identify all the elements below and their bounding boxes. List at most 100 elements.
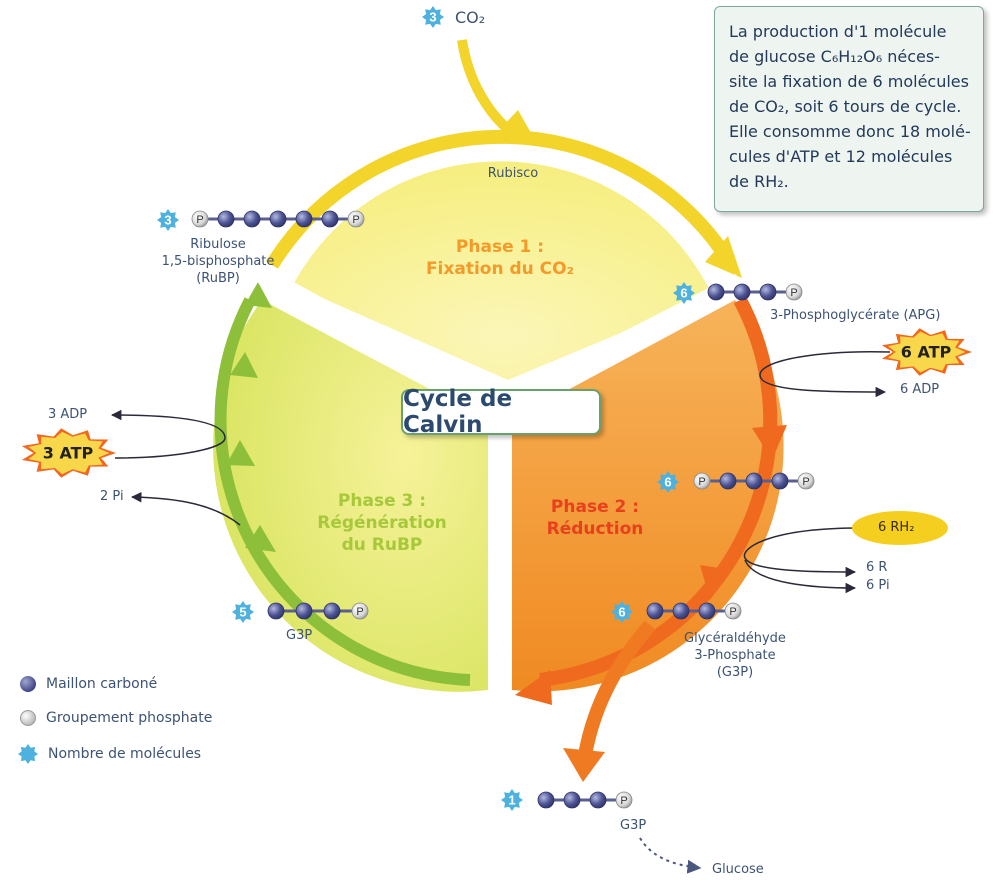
phase1-arc-arrowhead — [705, 236, 742, 278]
phase2-atp-curve — [759, 350, 891, 398]
glucose-dotted-arrow — [639, 837, 702, 874]
apg-count-star: 6 — [673, 282, 695, 304]
molecule-count-text: 3 — [164, 213, 171, 228]
molecule-count-star-icon — [232, 601, 254, 623]
phase3-atp-burst-icon-inner — [28, 431, 110, 475]
molecule-count-text: 6 — [664, 475, 671, 490]
info-line-4: de CO₂, soit 6 tours de cycle. — [729, 97, 962, 116]
rh2-ellipse — [852, 511, 948, 545]
legend-carbon: Maillon carboné — [20, 676, 157, 692]
phase2-atp-label: 6 ATP — [900, 342, 952, 362]
phase3-arrowhead-3 — [226, 440, 255, 466]
phosphate-ball-icon — [785, 283, 803, 301]
carbon-ball-icon — [243, 210, 261, 228]
phase2-arrowhead-1 — [752, 425, 787, 460]
rubp-count-star: 3 — [157, 209, 179, 231]
phase2-arrowhead-2 — [700, 565, 732, 600]
apg-label: 3-Phosphoglycérate (APG) — [770, 308, 941, 323]
phosphate-ball-icon — [351, 602, 369, 620]
phosphate-ball-icon — [693, 472, 711, 490]
info-line-2: de glucose C₆H₁₂O₆ néces- — [729, 47, 940, 66]
carbon-ball-icon — [672, 602, 690, 620]
molecule-count-star-icon — [657, 471, 679, 493]
rubp-line2: 1,5-bisphosphate — [161, 254, 275, 269]
molecule-count-star-icon — [611, 601, 633, 623]
phase3-arrowhead-4 — [245, 525, 276, 552]
phase3-pi-curve — [130, 491, 241, 526]
phase2-adp-label: 6 ADP — [900, 382, 940, 397]
phosphate-ball-icon — [724, 602, 742, 620]
phosphate-ball-icon — [20, 710, 36, 726]
phase1-line1: Phase 1 : — [455, 237, 545, 257]
phase1-sector — [293, 161, 712, 380]
carbon-ball-icon — [745, 472, 763, 490]
molecule-count-text: 6 — [618, 605, 625, 620]
phase3-line2: Régénération — [317, 513, 447, 533]
molecule-count-text: 5 — [239, 605, 246, 620]
carbon-ball-icon — [295, 210, 313, 228]
g3p-phase2-count-star: 6 — [611, 601, 633, 623]
phosphate-letter: P — [356, 606, 363, 618]
molecule-count-text: 3 — [429, 10, 436, 25]
phase3-line1: Phase 3 : — [337, 491, 427, 511]
molecule-count-star-icon — [422, 6, 444, 28]
rh2-curve-pi — [744, 559, 857, 594]
phase2-line2: Réduction — [546, 519, 644, 539]
cycle-title: Cycle de Calvin — [401, 386, 601, 438]
info-box: La production d'1 molécule de glucose C₆… — [714, 6, 984, 212]
glucose-label: Glucose — [712, 862, 764, 877]
phase2-arrowhead-3 — [515, 670, 552, 705]
molecule-count-text: 1 — [508, 793, 515, 808]
phase2-label: Phase 2 : Réduction — [547, 496, 644, 540]
phase1-label: Phase 1 : Fixation du CO₂ — [426, 236, 574, 280]
carbon-ball-icon — [321, 210, 339, 228]
legend-count: Nombre de molécules — [18, 744, 201, 764]
molecule-count-star-icon — [673, 282, 695, 304]
phosphate-letter: P — [620, 795, 627, 807]
carbon-ball-icon — [719, 472, 737, 490]
phase3-arrowhead-1 — [245, 282, 272, 308]
phase3-pi-label: 2 Pi — [100, 489, 124, 504]
carbon-ball-icon — [323, 602, 341, 620]
rh2-pi-label: 6 Pi — [866, 578, 890, 593]
phosphate-letter: P — [352, 214, 359, 226]
phase2-arc — [539, 296, 778, 687]
rubp-line3: (RuBP) — [196, 271, 240, 286]
info-line-1: La production d'1 molécule — [729, 22, 947, 41]
co2-label: CO₂ — [455, 8, 486, 27]
phase3-line3: du RuBP — [341, 535, 423, 555]
rh2-label: 6 RH₂ — [878, 520, 915, 535]
phosphate-letter: P — [802, 476, 809, 488]
co2-entry-arrow — [457, 39, 519, 140]
phosphate-letter: P — [196, 214, 203, 226]
bisphospho-count-star: 6 — [657, 471, 679, 493]
g3p-phase2-line1: Glycéraldéhyde — [684, 631, 786, 646]
info-line-6: cules d'ATP et 12 molécules — [729, 147, 953, 166]
carbon-ball-icon — [771, 472, 789, 490]
g3p-output-count-star: 1 — [501, 789, 523, 811]
rh2-r-label: 6 R — [866, 560, 888, 575]
phase2-atp-burst-icon-inner — [888, 331, 966, 373]
molecule-count-star-icon — [501, 789, 523, 811]
info-line-5: Elle consomme donc 18 molé- — [729, 122, 971, 141]
g3p-regen-count-star: 5 — [232, 601, 254, 623]
rubp-label: Ribulose 1,5-bisphosphate (RuBP) — [162, 236, 275, 287]
phosphate-ball-icon — [191, 210, 209, 228]
phosphate-ball-icon — [347, 210, 365, 228]
atp-bursts-layer — [21, 328, 972, 478]
g3p-output-label: G3P — [620, 818, 647, 833]
info-line-7: de RH₂. — [729, 172, 789, 191]
carbon-ball-icon — [217, 210, 235, 228]
phosphate-letter: P — [729, 606, 736, 618]
g3p-output-arrow — [578, 620, 656, 757]
g3p-phase2-line3: (G3P) — [716, 665, 754, 680]
molecule-count-text: 6 — [680, 286, 687, 301]
phosphate-letter: P — [698, 476, 705, 488]
g3p-phase2-label: Glycéraldéhyde 3-Phosphate (G3P) — [684, 630, 786, 681]
phase3-atp-curve — [110, 409, 226, 459]
molecule-count-star-icon — [18, 744, 38, 764]
phase3-adp-label: 3 ADP — [48, 407, 88, 422]
phosphate-ball-icon — [615, 791, 633, 809]
phase2-line1: Phase 2 : — [550, 497, 640, 517]
